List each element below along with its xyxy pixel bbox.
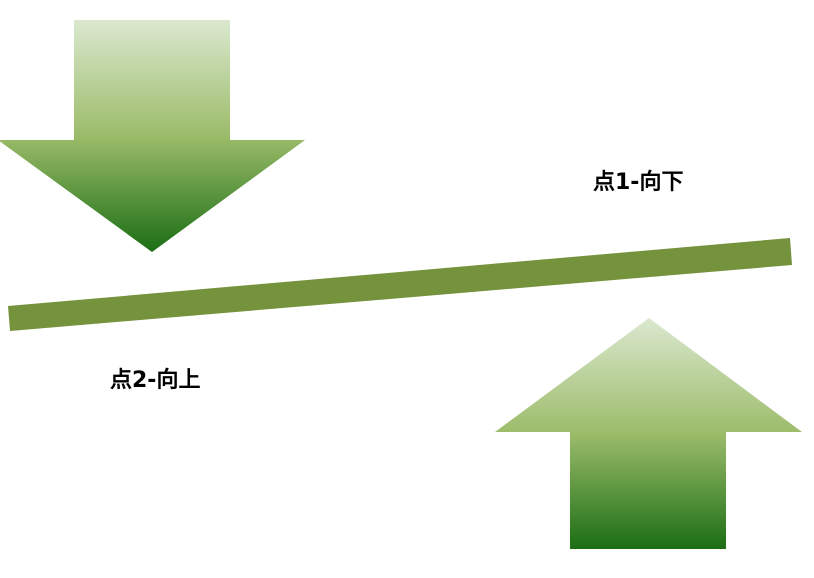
label-point1-down: 点1-向下	[593, 170, 684, 195]
label-point2-up: 点2-向上	[110, 368, 201, 393]
arrow-up-icon	[495, 318, 802, 549]
lever-bar	[8, 238, 792, 331]
arrow-down-icon	[0, 20, 305, 252]
